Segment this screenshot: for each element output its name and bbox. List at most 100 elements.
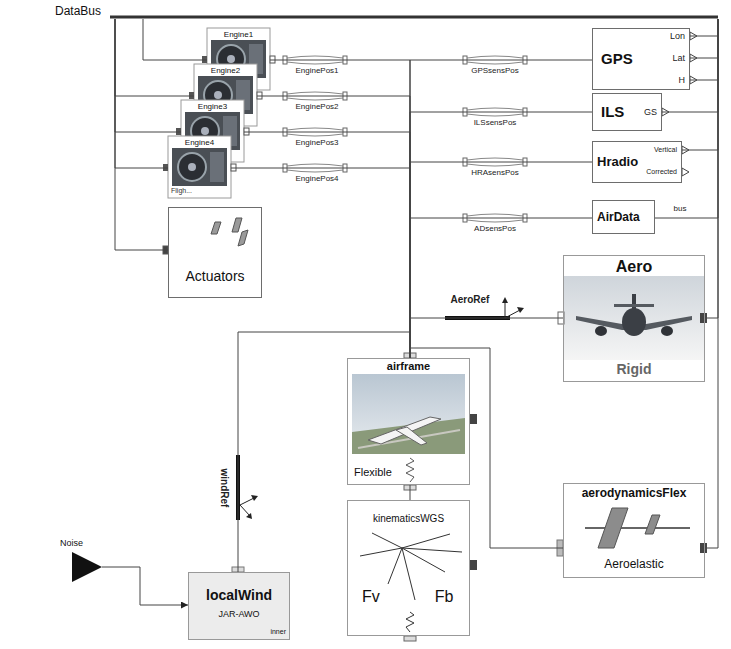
sensor-block: AirData	[592, 200, 655, 234]
connector-line	[662, 19, 718, 112]
connector-line	[690, 19, 718, 36]
node-text: Rigid	[564, 361, 704, 378]
connector-label-holder: GPSsensPos	[470, 66, 520, 75]
connector-line	[410, 318, 563, 358]
node-text: JAR-AWO	[189, 609, 289, 620]
connector-label: EnginePos4	[294, 174, 339, 183]
connector-label-holder: EnginePos2	[294, 102, 339, 111]
connector-line	[115, 19, 168, 250]
port-label-holder: Corrected	[645, 168, 678, 176]
port-label-holder: Lon	[669, 31, 686, 41]
bus-line	[110, 16, 718, 19]
output-port	[662, 32, 697, 176]
connector-line	[115, 19, 181, 132]
signal-name: H	[678, 75, 687, 85]
node-title: Engine3	[181, 102, 244, 111]
node-title: kinematicsWGS	[348, 513, 469, 525]
sensor-position-symbol	[283, 56, 527, 222]
node-text: inner	[189, 628, 289, 636]
connector-label-holder: windRef	[218, 468, 230, 509]
aircraft-front-picture	[558, 276, 707, 360]
node-title: localWind	[189, 587, 289, 604]
node-text: Aeroelastic	[564, 557, 704, 571]
node-title: Engine1	[207, 30, 270, 39]
connector-label-holder: ADsensPos	[473, 224, 517, 233]
signal-name: Lat	[671, 53, 686, 63]
connector-line	[705, 19, 718, 548]
connector-label: HRAsensPos	[470, 168, 520, 177]
connector-line	[690, 19, 718, 80]
connector-line	[410, 218, 592, 358]
connector-label: EnginePos2	[294, 102, 339, 111]
connector-line	[682, 19, 718, 150]
node-title: Engine2	[194, 66, 257, 75]
connector-label-holder: EnginePos3	[294, 138, 339, 147]
aerodynamics-block: aerodynamicsFlexAeroelastic	[563, 483, 705, 578]
connector-line	[143, 19, 207, 60]
engine-block: Engine2	[194, 64, 257, 126]
airframe-block: airframeFlexible	[347, 358, 470, 485]
aeroelastic-wing-symbol	[557, 508, 707, 556]
node-text: Flexible	[354, 466, 469, 479]
node-title: Hradio	[597, 154, 681, 170]
node-title: DataBus	[55, 4, 718, 18]
wind-block: localWindJAR-AWO inner	[188, 572, 290, 640]
connector-line	[238, 332, 410, 572]
frame-connector-symbol	[232, 297, 524, 572]
connector-line	[244, 132, 410, 358]
connector-label: ILSsensPos	[473, 118, 518, 127]
node-text: Fligh...	[171, 187, 231, 195]
connector-line	[115, 19, 168, 168]
connector-label-holder: EnginePos4	[294, 174, 339, 183]
node-title: airframe	[348, 360, 469, 373]
node-text: Fv	[362, 587, 380, 606]
connector-line	[102, 567, 188, 605]
connector-label-holder: EnginePos1	[294, 66, 339, 75]
node-title: Actuators	[169, 268, 261, 285]
engine-block: Engine4Fligh...	[168, 136, 231, 198]
actuator-symbol	[163, 218, 248, 254]
kinematics-symbol	[360, 533, 477, 641]
connector-line	[690, 19, 718, 58]
connector-label-holder: bus	[673, 204, 688, 213]
data-bus: DataBus	[55, 4, 718, 19]
signal-name: GS	[643, 107, 658, 117]
node-title: Noise	[60, 538, 102, 549]
connector-label: GPSsensPos	[470, 66, 520, 75]
connector-label: AeroRef	[450, 294, 491, 306]
connector-label: EnginePos3	[294, 138, 339, 147]
engine-icon	[163, 136, 236, 198]
actuators-block: Actuators	[168, 207, 262, 298]
connector-line	[257, 96, 410, 358]
signal-name: Corrected	[645, 168, 678, 176]
connector-line	[231, 168, 410, 358]
node-text: Fb	[435, 587, 454, 606]
airframe-picture	[352, 353, 477, 490]
connector-label-holder: ILSsensPos	[473, 118, 518, 127]
node-title: Aero	[564, 257, 704, 276]
connector-line	[410, 162, 592, 358]
connector-label: bus	[673, 204, 688, 213]
kinematics-block: kinematicsWGS Fv Fb	[347, 500, 470, 636]
connector-label-holder: HRAsensPos	[470, 168, 520, 177]
port-label-holder: Vertical	[653, 146, 678, 154]
node-title: Engine4	[168, 138, 231, 147]
port-label-holder: H	[678, 75, 687, 85]
connector-line	[655, 19, 718, 218]
port-label-holder: GS	[643, 107, 658, 117]
engine-block: Engine1	[207, 28, 270, 90]
connector-label: EnginePos1	[294, 66, 339, 75]
signal-name: Lon	[669, 31, 686, 41]
node-title: AirData	[597, 210, 654, 224]
port-label-holder: Lat	[671, 53, 686, 63]
connector-label: ADsensPos	[473, 224, 517, 233]
connector-line	[410, 485, 411, 500]
connector-label: windRef	[218, 468, 230, 509]
connector-line	[115, 19, 194, 96]
connector-line	[410, 112, 592, 358]
noise-source: Noise	[60, 538, 102, 582]
aero-block: AeroRigid	[563, 255, 705, 382]
